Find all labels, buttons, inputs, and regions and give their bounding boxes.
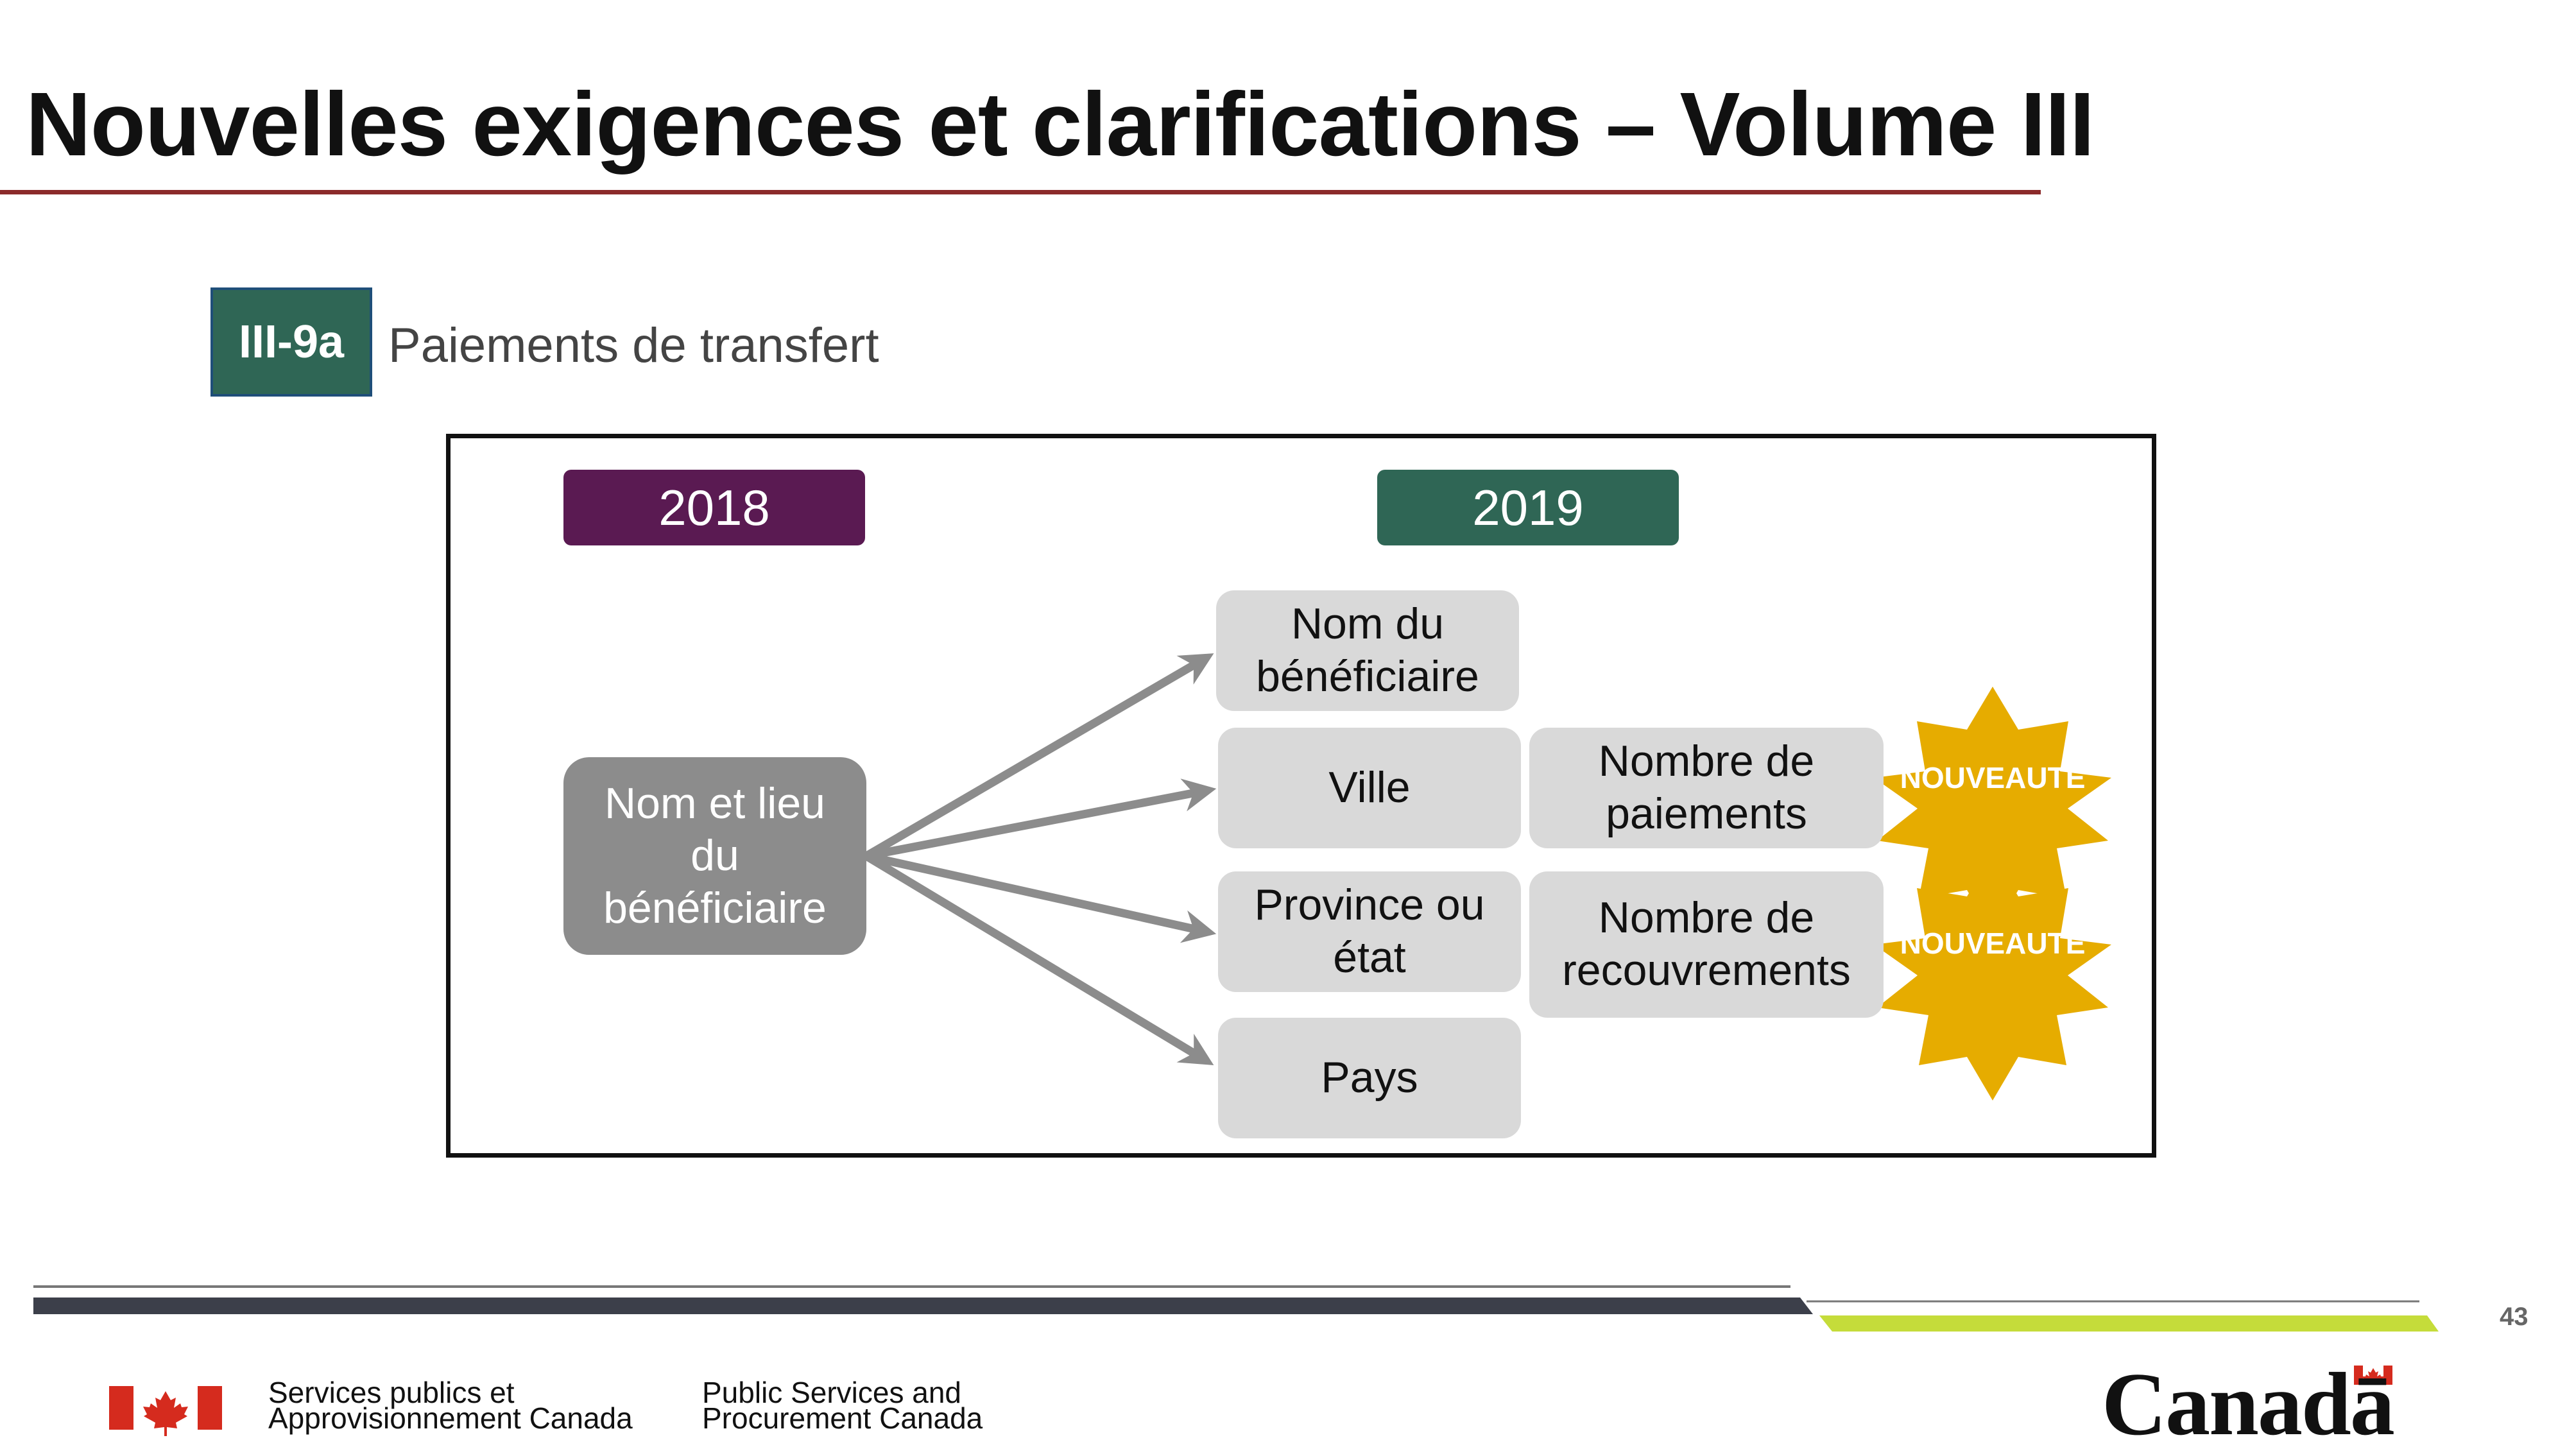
box-line: bénéficiaire bbox=[1256, 652, 1479, 701]
new-badge-1 bbox=[1874, 687, 2111, 934]
box-line: Nombre de bbox=[1598, 737, 1815, 786]
year-2018-label: 2018 bbox=[563, 470, 865, 545]
source-box-beneficiary: Nom et lieu du bénéficiaire bbox=[563, 757, 866, 955]
page-title: Nouvelles exigences et clarifications – … bbox=[26, 73, 2095, 175]
diagram-frame bbox=[446, 434, 2156, 1158]
box-province: Province ou état bbox=[1218, 871, 1521, 992]
new-badge-2 bbox=[1874, 853, 2111, 1101]
wordmark-flag-icon bbox=[2354, 1366, 2392, 1385]
new-badge-label: NOUVEAUTÉ bbox=[1900, 927, 2086, 960]
canada-flag-icon bbox=[109, 1386, 222, 1436]
new-badge-label: NOUVEAUTÉ bbox=[1900, 761, 2086, 794]
source-line: bénéficiaire bbox=[603, 883, 827, 932]
box-recovery-count: Nombre de recouvrements bbox=[1529, 871, 1884, 1018]
section-title: Paiements de transfert bbox=[388, 318, 879, 373]
dept-line: Public Services and bbox=[702, 1376, 961, 1409]
box-beneficiary-name: Nom du bénéficiaire bbox=[1216, 590, 1519, 711]
source-line: Nom et lieu bbox=[605, 778, 825, 828]
dept-line: Services publics et bbox=[268, 1376, 515, 1409]
source-line: du bbox=[691, 831, 739, 880]
title-underline bbox=[0, 190, 2041, 194]
box-line: recouvrements bbox=[1562, 946, 1851, 995]
box-line: Nombre de bbox=[1598, 893, 1815, 943]
arrow-to-pays bbox=[864, 852, 1214, 1066]
canada-wordmark: Canadā bbox=[2102, 1355, 2395, 1454]
box-city: Ville bbox=[1218, 728, 1521, 848]
dept-line: Procurement Canada bbox=[702, 1401, 983, 1435]
arrow-to-ville bbox=[865, 778, 1217, 861]
page-number: 43 bbox=[2500, 1303, 2528, 1331]
box-payment-count: Nombre de paiements bbox=[1529, 728, 1884, 848]
box-line: état bbox=[1333, 933, 1406, 982]
box-line: Ville bbox=[1328, 763, 1411, 812]
section-tag: III-9a bbox=[210, 287, 372, 397]
arrow-to-province bbox=[865, 852, 1217, 943]
dept-line: Approvisionnement Canada bbox=[268, 1401, 633, 1435]
year-2019-label: 2019 bbox=[1377, 470, 1679, 545]
box-line: paiements bbox=[1606, 789, 1807, 838]
department-name-fr: Services publics et Approvisionnement Ca… bbox=[268, 1376, 633, 1435]
arrow-to-nom bbox=[864, 653, 1214, 860]
department-name-en: Public Services and Procurement Canada bbox=[702, 1376, 983, 1435]
box-line: Province ou bbox=[1254, 880, 1485, 930]
box-country: Pays bbox=[1218, 1018, 1521, 1138]
box-line: Nom du bbox=[1291, 599, 1445, 649]
box-line: Pays bbox=[1321, 1053, 1418, 1102]
